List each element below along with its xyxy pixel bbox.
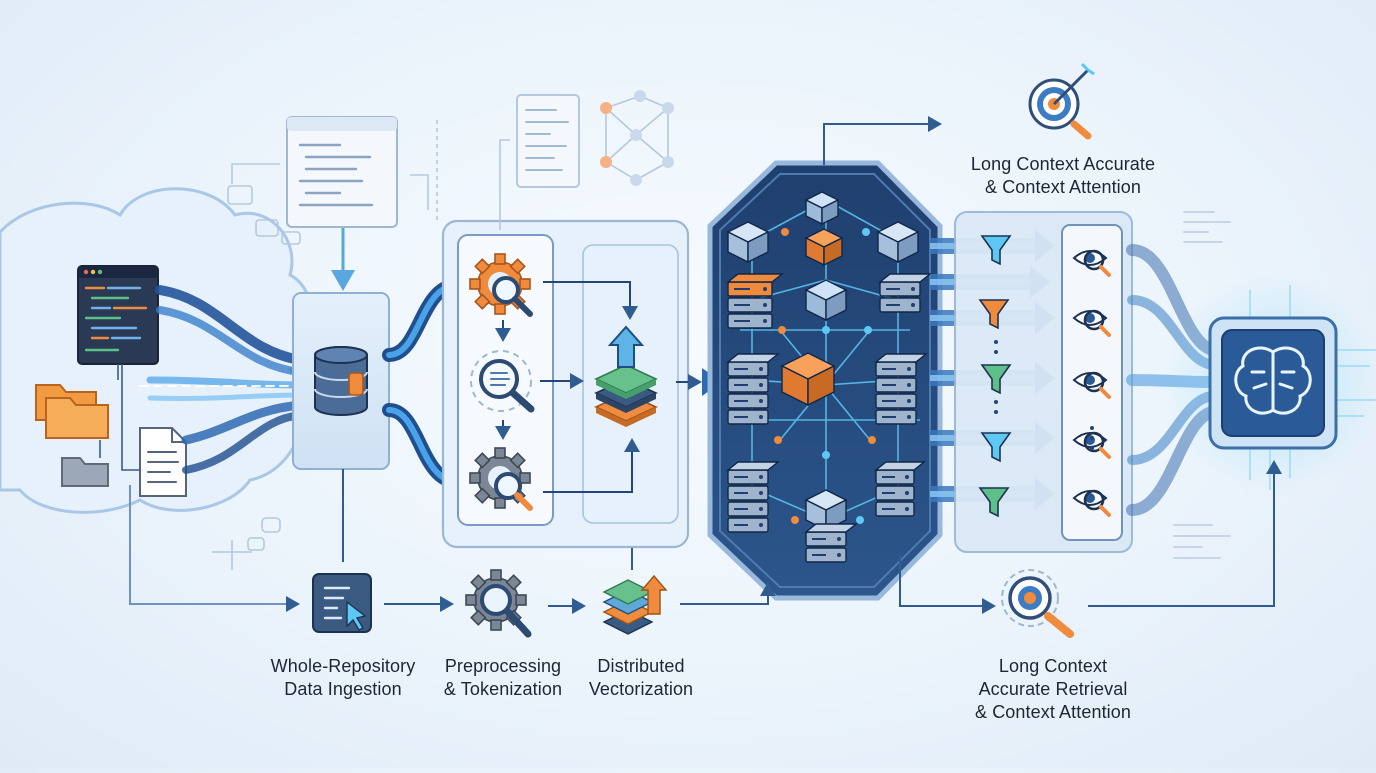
server-cube-icon (780, 352, 836, 407)
eye-search-icon (1072, 249, 1111, 277)
code-editor-icon (77, 265, 159, 365)
target-icon (1001, 569, 1074, 638)
folder-icon (35, 384, 109, 487)
server-cube-icon (804, 191, 840, 226)
network-graph-icon (516, 90, 674, 188)
database-icon (292, 292, 390, 470)
document-icon (312, 573, 372, 633)
funnel-icon (978, 299, 1010, 330)
server-cube-icon (874, 461, 926, 517)
server-cube-icon (804, 489, 848, 532)
server-cube-icon (804, 523, 858, 563)
funnel-icon (980, 235, 1012, 266)
funnel-icon (980, 364, 1012, 395)
label-data-ingestion: Whole-Repository Data Ingestion (270, 656, 416, 699)
gear-search-icon (469, 253, 533, 317)
server-cube-icon (878, 273, 932, 313)
gear-search-icon (465, 569, 532, 638)
server-cube-icon (804, 279, 848, 322)
eye-search-icon (1072, 431, 1111, 459)
brain-chip-icon (1163, 273, 1376, 493)
gear-search-icon (469, 447, 533, 511)
label-context-attention: Long Context Accurate & Context Attentio… (970, 154, 1156, 197)
flow-stream (139, 285, 305, 474)
server-cube-icon (726, 353, 780, 425)
server-cube-icon (726, 273, 784, 329)
server-cube-icon (804, 228, 844, 267)
server-cube-icon (876, 221, 920, 264)
server-cube-icon (726, 221, 770, 264)
server-cube-icon (726, 461, 780, 533)
layer-stack-icon (602, 574, 668, 635)
label-accurate-retrieval: Long Context Accurate Retrieval & Contex… (975, 656, 1131, 722)
target-icon (1028, 62, 1095, 140)
label-preprocessing: Preprocessing & Tokenization (443, 656, 563, 699)
document-icon (139, 427, 187, 497)
code-window-icon (286, 116, 398, 228)
layer-stack-icon (594, 325, 658, 427)
eye-search-icon (1072, 309, 1111, 337)
label-vectorization: Distributed Vectorization (588, 656, 694, 699)
funnel-icon (980, 432, 1012, 463)
eye-search-icon (1072, 489, 1111, 517)
server-cube-icon (874, 353, 928, 425)
funnel-icon (978, 487, 1010, 518)
magnifier-icon (470, 350, 535, 413)
eye-search-icon (1072, 371, 1111, 399)
